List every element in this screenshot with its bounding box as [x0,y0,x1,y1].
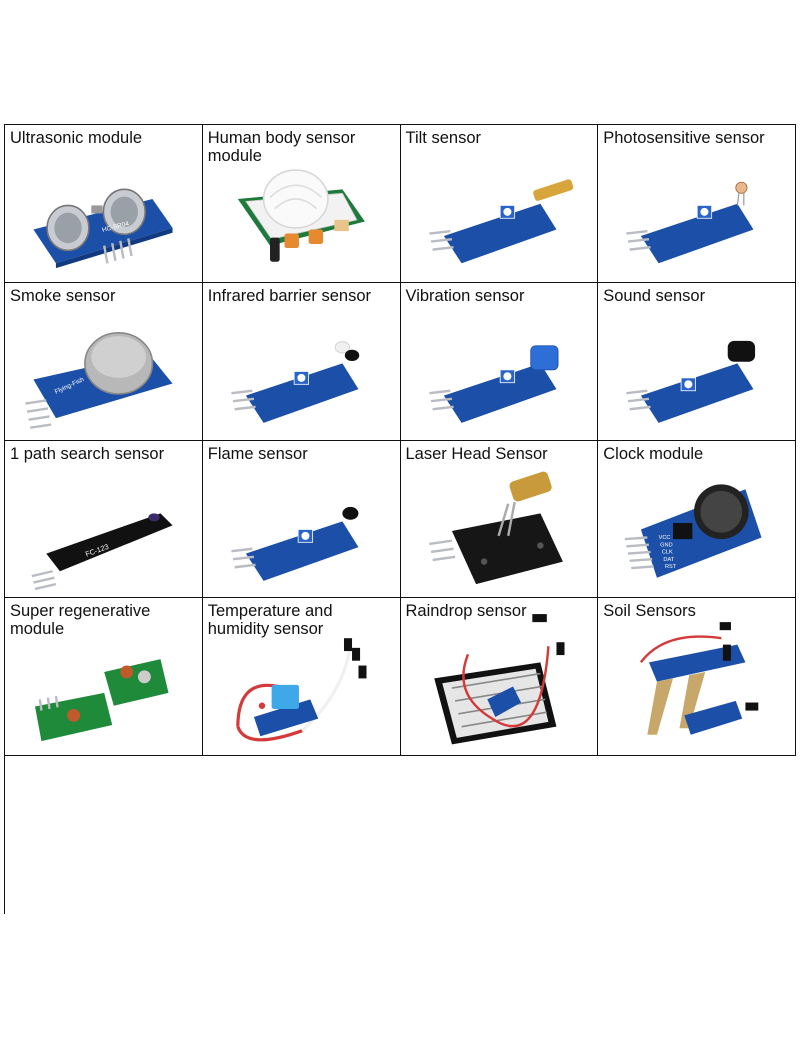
cell-label: Smoke sensor [10,286,116,305]
sound-sensor-icon [598,283,795,440]
raindrop-sensor-icon [401,598,598,755]
cell-label: Infrared barrier sensor [207,286,371,305]
pir-sensor-icon [203,125,400,282]
cell-label: Sound sensor [603,286,706,305]
soil-sensor-icon [598,598,795,755]
cell-laser-head-sensor: Laser Head Sensor [400,440,599,599]
cell-smoke-sensor: Smoke sensor Flying-Fish [5,282,203,441]
rf-module-icon [5,598,202,755]
cell-label: Tilt sensor [405,129,482,147]
cell-vibration-sensor: Vibration sensor [400,282,599,441]
clock-pin-vcc: VCC [659,535,671,541]
cell-infrared-barrier-sensor: Infrared barrier sensor [202,282,401,441]
cell-label: Soil Sensors [603,602,696,621]
tilt-sensor-icon [401,125,598,282]
cell-label: Human body sensor module [207,129,356,165]
cell-label: Temperature and humidity sensor [207,602,333,639]
infrared-barrier-sensor-icon [203,283,400,440]
cell-photosensitive-sensor: Photosensitive sensor [598,125,796,283]
cell-raindrop-sensor: Raindrop sensor [400,598,599,757]
cell-label: Vibration sensor [405,286,525,305]
cell-label: Raindrop sensor [405,602,527,621]
clock-module-icon: VCC GND CLK DAT RST [598,441,795,598]
smoke-sensor-icon: Flying-Fish [5,283,202,440]
laser-head-sensor-icon [401,441,598,598]
cell-sound-sensor: Sound sensor [598,282,796,441]
flame-sensor-icon [203,441,400,598]
cell-label: Laser Head Sensor [405,444,548,463]
ultrasonic-sensor-icon: HC-SR04 [5,125,202,282]
cell-soil-sensors: Soil Sensors [598,598,796,757]
cell-ultrasonic-module: Ultrasonic module HC-SR04 [5,125,203,283]
cell-super-regenerative-module: Super regenerative module [5,598,203,757]
cell-clock-module: Clock module VCC GND CLK DAT RST [598,440,796,599]
clock-pin-dat: DAT [664,556,675,562]
clock-pin-gnd: GND [660,542,672,548]
vibration-sensor-icon [401,283,598,440]
cell-path-search-sensor: 1 path search sensor FC-123 [5,440,203,599]
cell-label: Ultrasonic module [10,129,143,147]
cell-label: Super regenerative module [10,602,151,639]
clock-pin-clk: CLK [662,549,673,555]
cell-label: 1 path search sensor [10,444,165,463]
cell-label: Flame sensor [207,444,308,463]
cell-temperature-humidity-sensor: Temperature and humidity sensor [202,598,401,757]
sensor-grid: Ultrasonic module HC-SR04 Human body sen… [4,124,796,914]
cell-tilt-sensor: Tilt sensor [400,125,599,283]
photosensitive-sensor-icon [598,125,795,282]
cell-human-body-sensor: Human body sensor module [202,125,401,283]
line-tracking-sensor-icon: FC-123 [5,441,202,598]
cell-label: Clock module [603,444,704,463]
temperature-humidity-sensor-icon [203,598,400,755]
clock-pin-rst: RST [665,564,677,570]
cell-flame-sensor: Flame sensor [202,440,401,599]
cell-label: Photosensitive sensor [603,129,765,147]
